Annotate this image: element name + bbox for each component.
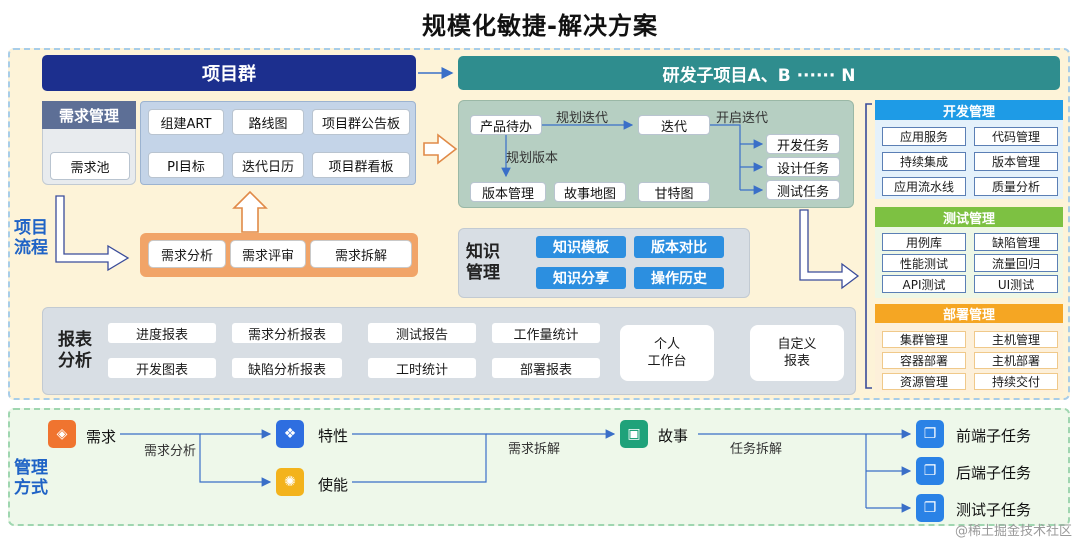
management-mode-region xyxy=(8,408,1070,526)
dev-item[interactable]: 质量分析 xyxy=(974,177,1058,196)
req-flow-tile[interactable]: 需求拆解 xyxy=(310,240,412,268)
group-tile[interactable]: 路线图 xyxy=(232,109,304,135)
project-group-banner[interactable]: 项目群 xyxy=(42,55,416,91)
task-tile[interactable]: 开发任务 xyxy=(766,134,840,154)
backend-task-icon: ❐ xyxy=(916,457,944,485)
node-requirement[interactable]: 需求 xyxy=(86,428,117,446)
req-flow-tile[interactable]: 需求评审 xyxy=(230,240,306,268)
dev-item[interactable]: 代码管理 xyxy=(974,127,1058,146)
test-item[interactable]: UI测试 xyxy=(974,275,1058,293)
node-feature[interactable]: 特性 xyxy=(318,427,349,445)
group-tile[interactable]: 项目群公告板 xyxy=(312,109,410,135)
req-mgmt-header: 需求管理 xyxy=(42,101,136,129)
enable-icon: ✺ xyxy=(276,468,304,496)
group-tile[interactable]: 组建ART xyxy=(148,109,224,135)
watermark: @稀土掘金技术社区 xyxy=(954,524,1072,539)
dev-item[interactable]: 应用服务 xyxy=(882,127,966,146)
req-pool-tile[interactable]: 需求池 xyxy=(50,152,130,180)
node-backend-task[interactable]: 后端子任务 xyxy=(956,464,1032,482)
edge-req-analysis: 需求分析 xyxy=(144,444,197,459)
knowledge-tile[interactable]: 操作历史 xyxy=(634,267,724,289)
group-tile[interactable]: 迭代日历 xyxy=(232,152,304,178)
story-map-tile[interactable]: 故事地图 xyxy=(554,182,626,202)
deploy-mgmt-header: 部署管理 xyxy=(875,304,1063,323)
node-test-task[interactable]: 测试子任务 xyxy=(956,501,1032,519)
dev-mgmt-header: 开发管理 xyxy=(875,100,1063,120)
deploy-item[interactable]: 持续交付 xyxy=(974,373,1058,390)
test-task-icon: ❐ xyxy=(916,494,944,522)
iteration-tile[interactable]: 迭代 xyxy=(638,115,710,135)
frontend-task-icon: ❐ xyxy=(916,420,944,448)
side-label-text: 项目 流程 xyxy=(14,218,48,258)
test-item[interactable]: API测试 xyxy=(882,275,966,293)
edge-req-split: 需求拆解 xyxy=(508,442,561,457)
reports-title-text: 报表 分析 xyxy=(58,330,92,371)
report-tile[interactable]: 工时统计 xyxy=(368,358,476,378)
deploy-item[interactable]: 主机管理 xyxy=(974,331,1058,348)
open-iter-label: 开启迭代 xyxy=(716,111,769,126)
knowledge-tile[interactable]: 知识模板 xyxy=(536,236,626,258)
reports-title: 报表 分析 xyxy=(58,330,92,372)
report-tile[interactable]: 工作量统计 xyxy=(492,323,600,343)
dev-item[interactable]: 版本管理 xyxy=(974,152,1058,171)
personal-workbench-text: 个人 工作台 xyxy=(647,337,687,369)
mgmt-label-text: 管理 方式 xyxy=(14,458,48,498)
deploy-item[interactable]: 主机部署 xyxy=(974,352,1058,369)
report-tile[interactable]: 测试报告 xyxy=(368,323,476,343)
deploy-item[interactable]: 集群管理 xyxy=(882,331,966,348)
report-tile[interactable]: 开发图表 xyxy=(108,358,216,378)
req-flow-tile[interactable]: 需求分析 xyxy=(148,240,226,268)
task-tile[interactable]: 设计任务 xyxy=(766,157,840,177)
knowledge-title-text: 知识 管理 xyxy=(466,242,500,283)
node-frontend-task[interactable]: 前端子任务 xyxy=(956,427,1032,445)
knowledge-tile[interactable]: 知识分享 xyxy=(536,267,626,289)
deploy-item[interactable]: 资源管理 xyxy=(882,373,966,390)
subproject-banner[interactable]: 研发子项目A、B ······ N xyxy=(458,56,1060,90)
test-item[interactable]: 流量回归 xyxy=(974,254,1058,272)
plan-iter-label: 规划迭代 xyxy=(556,111,609,126)
backlog-tile[interactable]: 产品待办 xyxy=(470,115,542,135)
report-tile[interactable]: 进度报表 xyxy=(108,323,216,343)
requirement-icon: ◈ xyxy=(48,420,76,448)
report-tile[interactable]: 缺陷分析报表 xyxy=(232,358,342,378)
knowledge-tile[interactable]: 版本对比 xyxy=(634,236,724,258)
test-mgmt-header: 测试管理 xyxy=(875,207,1063,227)
report-tile[interactable]: 部署报表 xyxy=(492,358,600,378)
test-item[interactable]: 用例库 xyxy=(882,233,966,251)
report-tile[interactable]: 需求分析报表 xyxy=(232,323,342,343)
management-mode-label: 管理 方式 xyxy=(14,458,48,498)
version-mgmt-tile[interactable]: 版本管理 xyxy=(470,182,546,202)
deploy-item[interactable]: 容器部署 xyxy=(882,352,966,369)
reports-panel xyxy=(42,307,856,395)
story-icon: ▣ xyxy=(620,420,648,448)
test-item[interactable]: 性能测试 xyxy=(882,254,966,272)
project-process-label: 项目 流程 xyxy=(14,218,48,258)
test-item[interactable]: 缺陷管理 xyxy=(974,233,1058,251)
dev-item[interactable]: 应用流水线 xyxy=(882,177,966,196)
dev-item[interactable]: 持续集成 xyxy=(882,152,966,171)
node-story[interactable]: 故事 xyxy=(658,427,689,445)
task-tile[interactable]: 测试任务 xyxy=(766,180,840,200)
gantt-tile[interactable]: 甘特图 xyxy=(638,182,710,202)
node-enable[interactable]: 使能 xyxy=(318,476,349,494)
group-tile[interactable]: PI目标 xyxy=(148,152,224,178)
group-tile[interactable]: 项目群看板 xyxy=(312,152,410,178)
feature-icon: ❖ xyxy=(276,420,304,448)
knowledge-title: 知识 管理 xyxy=(466,242,500,284)
personal-workbench-tile[interactable]: 个人 工作台 xyxy=(620,325,714,381)
custom-report-text: 自定义 报表 xyxy=(777,337,817,369)
custom-report-tile[interactable]: 自定义 报表 xyxy=(750,325,844,381)
page-title: 规模化敏捷-解决方案 xyxy=(422,12,658,40)
edge-task-split: 任务拆解 xyxy=(730,442,783,457)
plan-version-label: 规划版本 xyxy=(506,151,559,166)
